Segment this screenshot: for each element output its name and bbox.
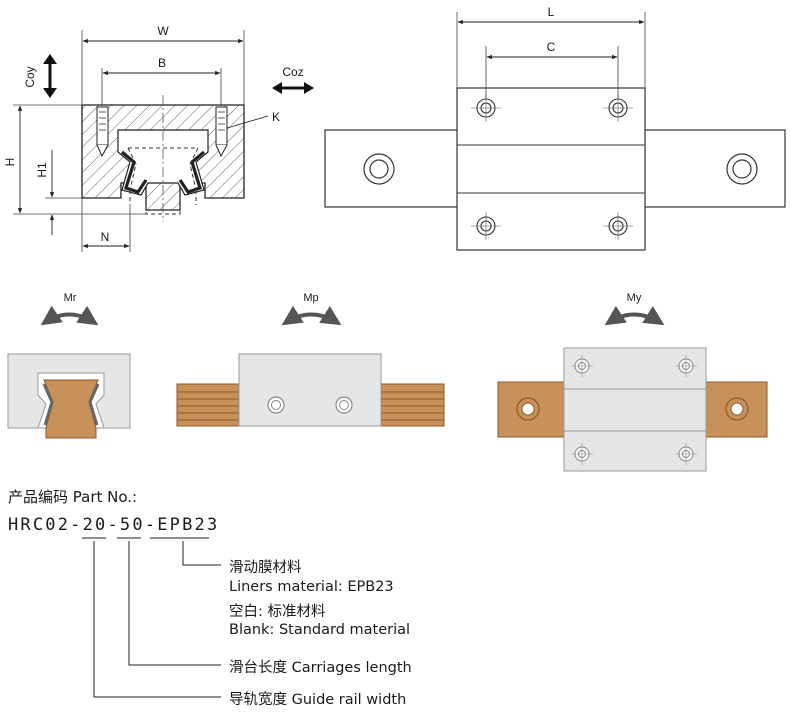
code-rail-width: 20 [82, 515, 108, 535]
dim-h1-label: H1 [35, 162, 49, 178]
rotation-arrow-mr-icon [40, 305, 99, 326]
legend-liner-en: Liners material: EPB23 [229, 579, 394, 595]
legend-blank-cn: 空白: 标准材料 [229, 604, 326, 620]
legend-rail-width: 导轨宽度 Guide rail width [229, 692, 407, 708]
load-coy-label: Coy [23, 66, 37, 87]
code-separator: - [144, 515, 158, 535]
moment-mp-label: Mp [303, 292, 318, 304]
part-number-code: HRC02-20-50-EPB23 [8, 515, 219, 535]
load-coz-label: Coz [282, 65, 303, 79]
dim-w-label: W [157, 24, 169, 38]
liner-right [178, 150, 206, 194]
liner-left [120, 150, 148, 194]
moment-mr-label: Mr [64, 292, 77, 304]
legend-blank-en: Blank: Standard material [229, 622, 411, 638]
moment-roll-view: Mr [7, 292, 131, 439]
moment-pitch-view: Mp [176, 292, 445, 427]
legend-liner-cn: 滑动膜材料 [229, 560, 302, 576]
dim-l-label: L [548, 5, 555, 19]
moment-yaw-view: My [497, 292, 768, 472]
dim-n-label: N [101, 230, 110, 244]
top-view: L C [324, 5, 786, 251]
code-liner-material: EPB23 [157, 515, 220, 535]
rotation-arrow-my-icon [604, 305, 665, 326]
part-number-leaders [82, 537, 221, 698]
bolt-hole-right [215, 106, 228, 146]
carriage-side [238, 353, 382, 427]
dim-h-label: H [3, 158, 17, 167]
dim-c-label: C [547, 40, 556, 54]
load-arrow-horizontal-icon [272, 82, 314, 94]
code-carriage-length: 50 [119, 515, 145, 535]
cross-section-view: W B H H1 N K Coy [3, 24, 314, 252]
legend-carriage-length: 滑台长度 Carriages length [229, 660, 412, 676]
code-prefix: HRC02- [8, 515, 83, 535]
rotation-arrow-mp-icon [281, 305, 342, 326]
code-separator: - [107, 515, 120, 535]
rail-hole-left [363, 153, 395, 185]
bolt-hole-left [96, 106, 109, 146]
moment-my-label: My [627, 292, 642, 304]
rail-hole-right [726, 153, 758, 185]
load-arrow-vertical-icon [43, 54, 57, 98]
part-number-title: 产品编码 Part No.: [8, 488, 138, 506]
rail-profile-bronze [43, 379, 99, 439]
label-k: K [272, 110, 280, 124]
rail-hidden-outline [127, 147, 199, 215]
dim-b-label: B [158, 56, 166, 70]
